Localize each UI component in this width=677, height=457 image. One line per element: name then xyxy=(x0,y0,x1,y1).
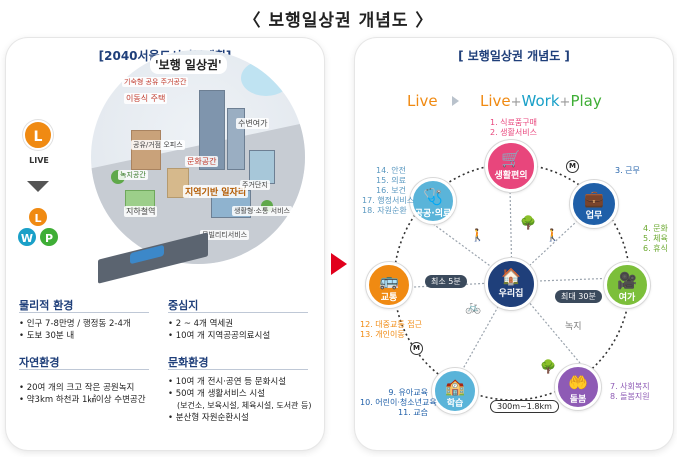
node-work[interactable]: 💼 업무 xyxy=(570,180,618,228)
node-care[interactable]: 🤲 돌봄 xyxy=(555,364,601,410)
care-notes: 7. 사회복지 8. 돌봄지원 xyxy=(610,382,650,401)
physical-env-title: 물리적 환경 xyxy=(19,299,74,312)
center-title: 중심지 xyxy=(168,299,199,312)
list-item: • 20여 개의 크고 작은 공원녹지 xyxy=(19,383,135,393)
node-shopping[interactable]: 🛒 생활편의 xyxy=(485,140,537,192)
page-title: 〈 보행일상권 개념도 〉 xyxy=(243,11,434,31)
camera-icon: 🎥 xyxy=(617,271,637,290)
down-arrow-icon xyxy=(27,181,49,192)
city-label: 지하철역 xyxy=(124,206,158,217)
list-item: • 10여 개 전시·공연 등 문화시설 xyxy=(168,377,287,387)
leisure-notes: 4. 문화 5. 체육 6. 휴식 xyxy=(643,224,668,253)
tree-icon: 🌳 xyxy=(540,360,557,375)
city-label: 기숙형 공유 주거공간 xyxy=(122,77,189,87)
city-label: 수변여가 xyxy=(236,118,270,129)
home-icon: 🏠 xyxy=(501,267,521,286)
city-label: 이동식 주택 xyxy=(124,93,168,104)
play-arrow-icon xyxy=(452,96,459,106)
node-home[interactable]: 🏠 우리집 xyxy=(485,258,537,310)
list-item: • 2 ~ 4개 역세권 xyxy=(168,319,234,329)
shopping-notes: 1. 식료품구매 2. 생활서비스 xyxy=(490,118,537,137)
live-l-icon: L xyxy=(23,120,53,150)
cart-icon: 🛒 xyxy=(501,149,521,168)
right-panel: [ 보행일상권 개념도 ] xyxy=(355,38,673,450)
node-transport[interactable]: 🚌 교통 xyxy=(366,262,412,308)
city-label: 녹지공간 xyxy=(118,170,148,180)
learning-notes: 9. 유아교육 10. 어린이·청소년교육 11. 교습 xyxy=(360,388,437,417)
list-item: • 인구 7-8만명 / 행정동 2-4개 xyxy=(19,319,131,329)
physical-env-list: • 인구 7-8만명 / 행정동 2-4개 • 도보 30분 내 xyxy=(19,318,131,342)
tree-icon: 🌳 xyxy=(520,216,537,231)
transport-notes: 12. 대중교통 접근 13. 개인이동 xyxy=(360,320,422,339)
city-label: 공유/거점 오피스 xyxy=(131,140,185,150)
stethoscope-icon: 🩺 xyxy=(423,187,443,206)
metro-badge-icon: M xyxy=(566,160,579,173)
list-item: • 약3km 하천과 1㎢이상 수변공간 xyxy=(19,395,146,405)
node-health[interactable]: 🩺 공공·의료 xyxy=(410,178,456,224)
list-item: • 10여 개 지역공공의료시설 xyxy=(168,331,271,341)
metro-badge-icon: M xyxy=(410,342,423,355)
distance-pill: 300m~1.8km xyxy=(490,400,559,413)
right-panel-header: [ 보행일상권 개념도 ] xyxy=(458,49,570,63)
node-learning[interactable]: 🏫 학습 xyxy=(432,368,478,414)
nature-env-list: • 20여 개의 크고 작은 공원녹지 • 약3km 하천과 1㎢이상 수변공간 xyxy=(19,382,146,406)
green-label: 녹지 xyxy=(565,322,582,332)
city-label: 문화공간 xyxy=(185,156,219,167)
bicycle-icon: 🚲 xyxy=(465,300,482,315)
live-label: LIVE xyxy=(29,156,49,165)
city-label: 지역기반 일자리 xyxy=(183,185,249,198)
list-item-sub: (보건소, 보육시설, 체육시설, 도서관 등) xyxy=(177,401,312,410)
city-label: 모빌리티서비스 xyxy=(200,230,250,240)
culture-env-list: • 10여 개 전시·공연 등 문화시설 • 50여 개 생활서비스 시설 (보… xyxy=(168,376,311,424)
city-label: 생활형·소통 서비스 xyxy=(232,206,292,216)
care-hands-icon: 🤲 xyxy=(568,373,588,392)
list-item: • 분산형 자원순환시설 xyxy=(168,413,249,423)
school-icon: 🏫 xyxy=(445,377,465,396)
work-notes: 3. 근무 xyxy=(615,166,640,175)
min-5-pill: 최소 5분 xyxy=(425,275,467,288)
list-item: • 도보 30분 내 xyxy=(19,331,75,341)
briefcase-icon: 💼 xyxy=(584,189,604,208)
bubble-title: '보행 일상권' xyxy=(150,55,227,74)
flow-live-work-play: Live+Work+Play xyxy=(480,92,602,110)
bus-icon: 🚌 xyxy=(379,271,399,290)
red-arrow-icon xyxy=(331,253,347,275)
flow-live: Live xyxy=(407,92,438,110)
max-30-pill: 최대 30분 xyxy=(555,290,602,303)
culture-env-title: 문화환경 xyxy=(168,356,209,369)
walker-icon: 🚶 xyxy=(545,228,560,242)
node-leisure[interactable]: 🎥 여가 xyxy=(604,262,650,308)
center-list: • 2 ~ 4개 역세권 • 10여 개 지역공공의료시설 xyxy=(168,318,270,342)
list-item: • 50여 개 생활서비스 시설 xyxy=(168,389,266,399)
nature-env-title: 자연환경 xyxy=(19,356,60,369)
city-label: 주거단지 xyxy=(240,180,270,190)
walker-icon: 🚶 xyxy=(470,228,485,242)
health-notes: 14. 안전 15. 의료 16. 보건 17. 행정서비스 18. 자원순환 xyxy=(362,166,415,215)
